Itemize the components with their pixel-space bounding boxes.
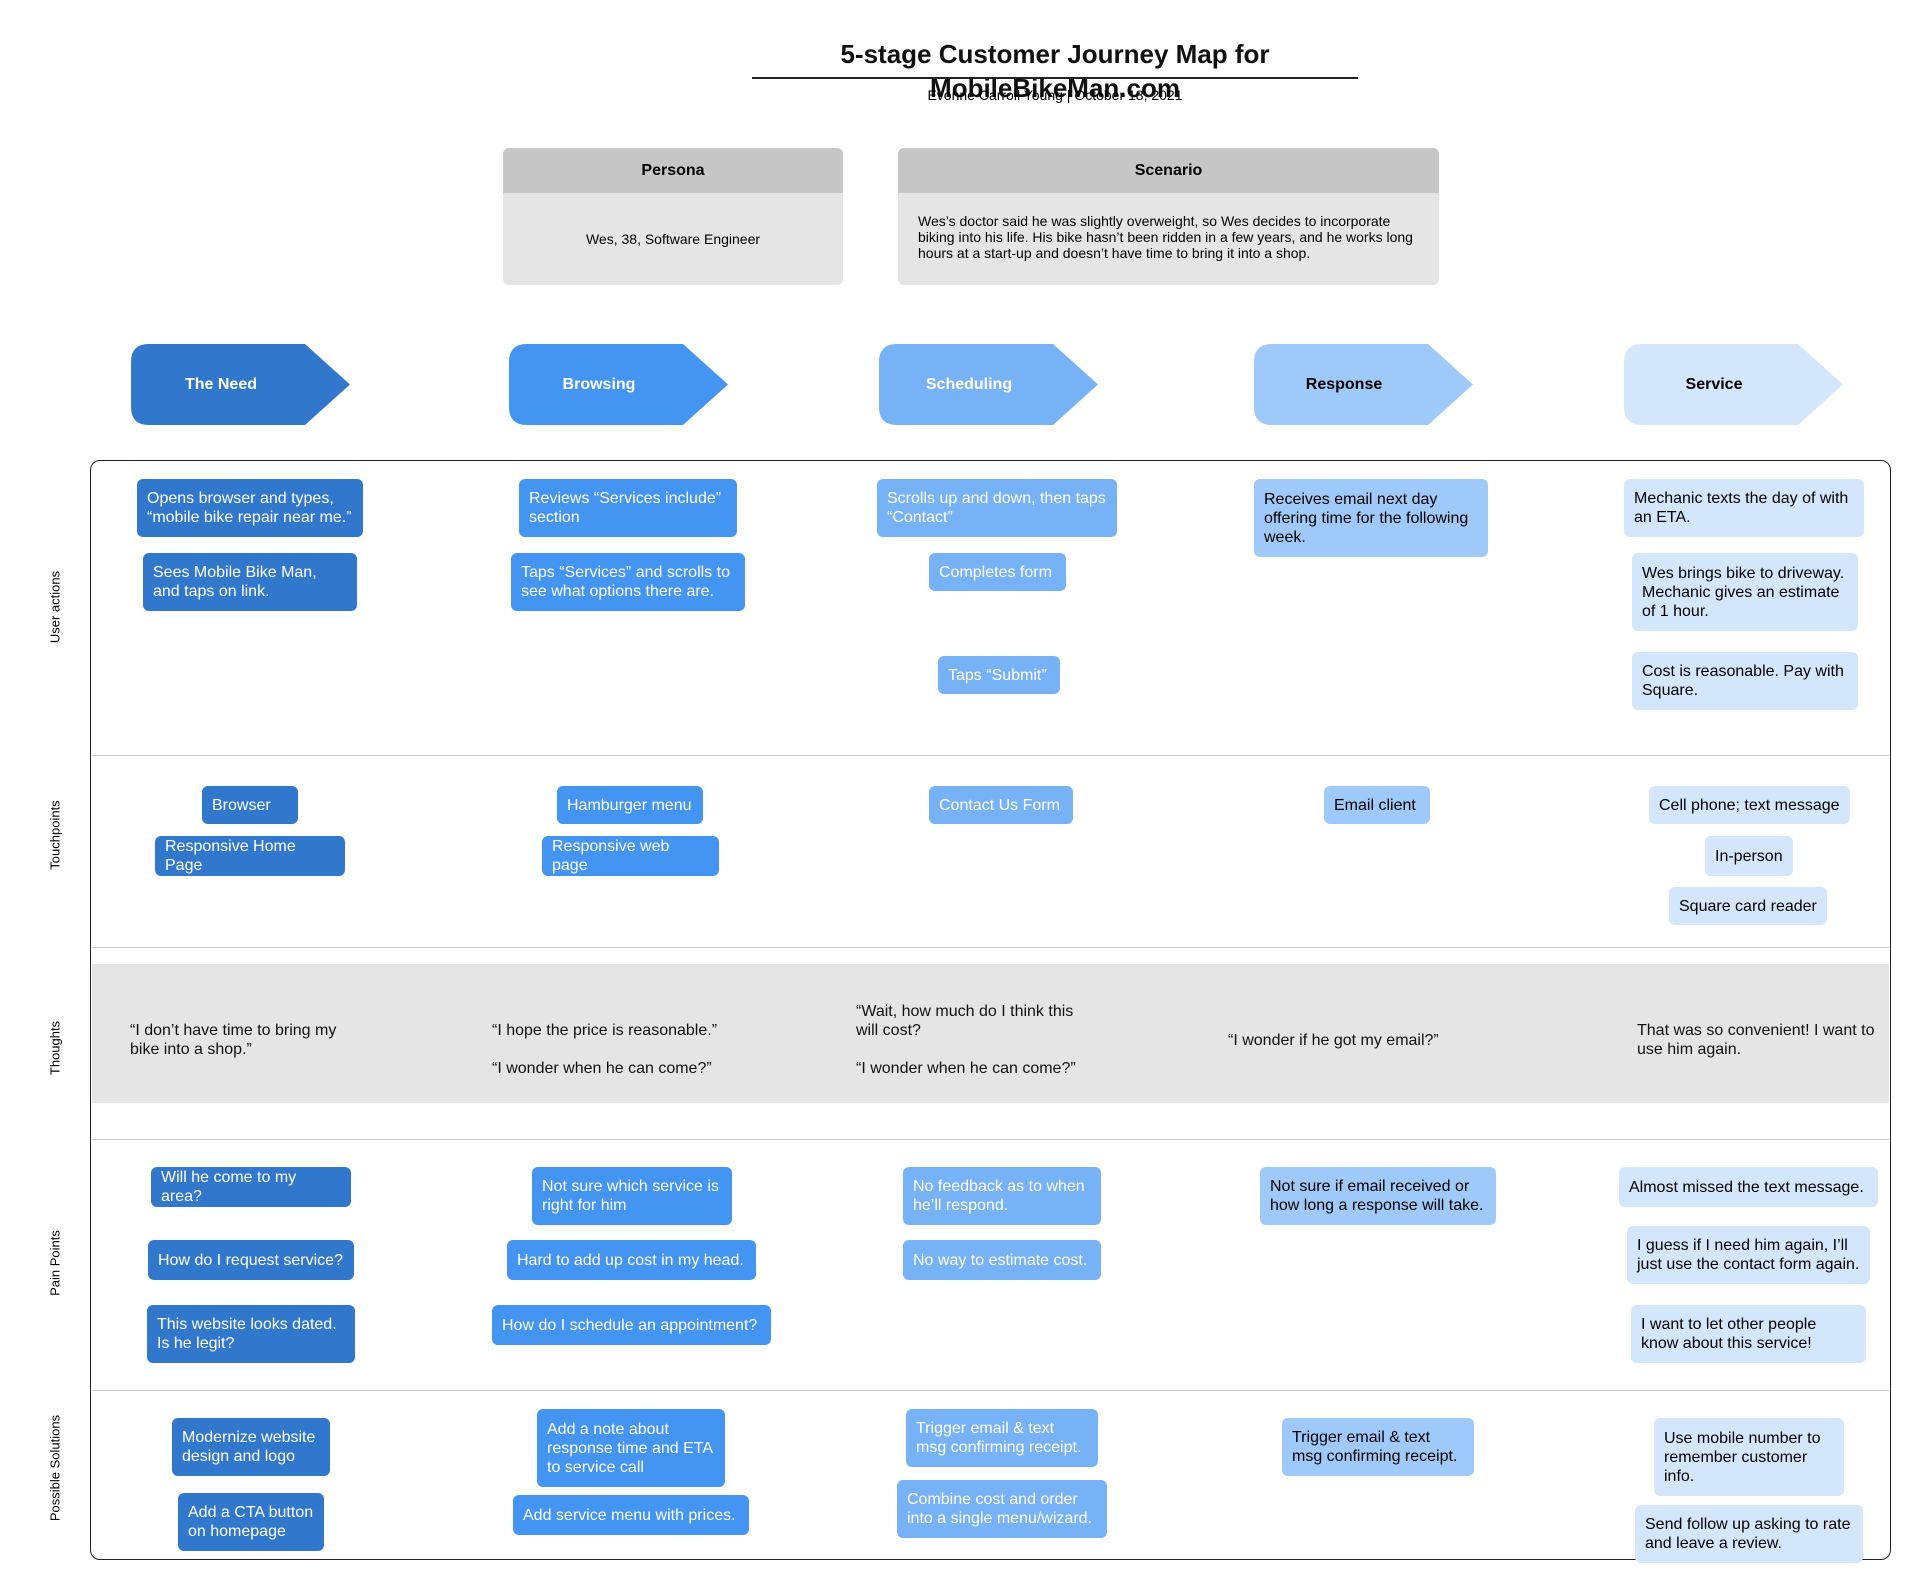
pain-point-note: I guess if I need him again, I’ll just u… bbox=[1627, 1226, 1870, 1284]
touchpoint-note: Hamburger menu bbox=[557, 786, 703, 824]
pain-point-note: I want to let other people know about th… bbox=[1631, 1305, 1866, 1363]
stage-label: The Need bbox=[184, 375, 257, 393]
title-underline bbox=[752, 77, 1358, 79]
user-action-note: Completes form bbox=[929, 553, 1066, 591]
user-action-note: Taps “Submit” bbox=[938, 656, 1060, 694]
thought-text: “I hope the price is reasonable.” “I won… bbox=[492, 1022, 718, 1077]
user-action-note: Taps “Services” and scrolls to see what … bbox=[511, 553, 745, 611]
pain-point-note: Almost missed the text message. bbox=[1619, 1167, 1878, 1207]
user-action-note: Opens browser and types, “mobile bike re… bbox=[137, 479, 363, 537]
solution-note: Use mobile number to remember customer i… bbox=[1654, 1418, 1844, 1496]
pain-point-note: This website looks dated. Is he legit? bbox=[147, 1305, 355, 1363]
user-action-note: Wes brings bike to driveway. Mechanic gi… bbox=[1632, 553, 1858, 631]
solution-note: Combine cost and order into a single men… bbox=[897, 1480, 1107, 1538]
stage-scheduling: Scheduling bbox=[879, 344, 1101, 425]
touchpoint-note: Browser bbox=[202, 786, 298, 824]
scenario-card: Scenario Wes’s doctor said he was slight… bbox=[898, 148, 1439, 285]
user-action-note: Receives email next day offering time fo… bbox=[1254, 479, 1488, 557]
touchpoint-note: Square card reader bbox=[1669, 887, 1827, 925]
scenario-text: Wes’s doctor said he was slightly overwe… bbox=[918, 213, 1413, 261]
solution-note: Send follow up asking to rate and leave … bbox=[1635, 1505, 1863, 1563]
touchpoint-note: In-person bbox=[1705, 836, 1793, 876]
scenario-label: Scenario bbox=[898, 148, 1439, 193]
user-action-note: Reviews “Services include” section bbox=[519, 479, 737, 537]
solution-note: Add a CTA button on homepage bbox=[178, 1493, 324, 1551]
stage-service: Service bbox=[1624, 344, 1846, 425]
stage-label: Response bbox=[1305, 375, 1383, 393]
stage-browsing: Browsing bbox=[509, 344, 731, 425]
persona-text: Wes, 38, Software Engineer bbox=[585, 231, 761, 247]
row-divider bbox=[92, 755, 1889, 756]
solution-note: Add service menu with prices. bbox=[513, 1495, 749, 1535]
persona-label: Persona bbox=[503, 148, 843, 193]
thought-text: That was so convenient! I want to use hi… bbox=[1637, 1022, 1875, 1058]
solution-note: Add a note about response time and ETA t… bbox=[537, 1409, 725, 1487]
stage-response: Response bbox=[1254, 344, 1476, 425]
stage-the-need: The Need bbox=[131, 344, 353, 425]
thought-text: “I don’t have time to bring my bike into… bbox=[130, 1022, 337, 1058]
stage-label: Service bbox=[1685, 375, 1743, 393]
pain-point-note: No way to estimate cost. bbox=[903, 1240, 1101, 1280]
pain-point-note: How do I schedule an appointment? bbox=[492, 1305, 771, 1345]
persona-card: Persona Wes, 38, Software Engineer bbox=[503, 148, 843, 285]
row-divider bbox=[92, 1139, 1889, 1140]
pain-point-note: Not sure which service is right for him bbox=[532, 1167, 732, 1225]
user-action-note: Mechanic texts the day of with an ETA. bbox=[1624, 479, 1864, 537]
pain-point-note: Not sure if email received or how long a… bbox=[1260, 1167, 1496, 1225]
stage-label: Scheduling bbox=[925, 375, 1013, 393]
thought-text: “I wonder if he got my email?” bbox=[1228, 1032, 1439, 1049]
solution-note: Trigger email & text msg confirming rece… bbox=[1282, 1418, 1474, 1476]
row-divider bbox=[92, 1390, 1889, 1391]
pain-point-note: No feedback as to when he’ll respond. bbox=[903, 1167, 1101, 1225]
pain-point-note: Will he come to my area? bbox=[151, 1167, 351, 1207]
pain-point-note: How do I request service? bbox=[148, 1240, 354, 1280]
stage-label: Browsing bbox=[562, 375, 636, 393]
touchpoint-note: Responsive Home Page bbox=[155, 836, 345, 876]
thoughts-band bbox=[92, 964, 1889, 1103]
row-divider bbox=[92, 947, 1889, 948]
byline: Evonne Carroll Young | October 18, 2021 bbox=[927, 87, 1183, 103]
touchpoint-note: Cell phone; text message bbox=[1649, 786, 1850, 824]
user-action-note: Scrolls up and down, then taps “Contact” bbox=[877, 479, 1117, 537]
journey-grid bbox=[90, 460, 1891, 1560]
touchpoint-note: Email client bbox=[1324, 786, 1430, 824]
pain-point-note: Hard to add up cost in my head. bbox=[507, 1240, 756, 1280]
solution-note: Trigger email & text msg confirming rece… bbox=[906, 1409, 1098, 1467]
thought-text: “Wait, how much do I think this will cos… bbox=[856, 1003, 1076, 1077]
touchpoint-note: Responsive web page bbox=[542, 836, 719, 876]
touchpoint-note: Contact Us Form bbox=[929, 786, 1073, 824]
user-action-note: Cost is reasonable. Pay with Square. bbox=[1632, 652, 1858, 710]
solution-note: Modernize website design and logo bbox=[172, 1418, 330, 1476]
user-action-note: Sees Mobile Bike Man, and taps on link. bbox=[143, 553, 357, 611]
